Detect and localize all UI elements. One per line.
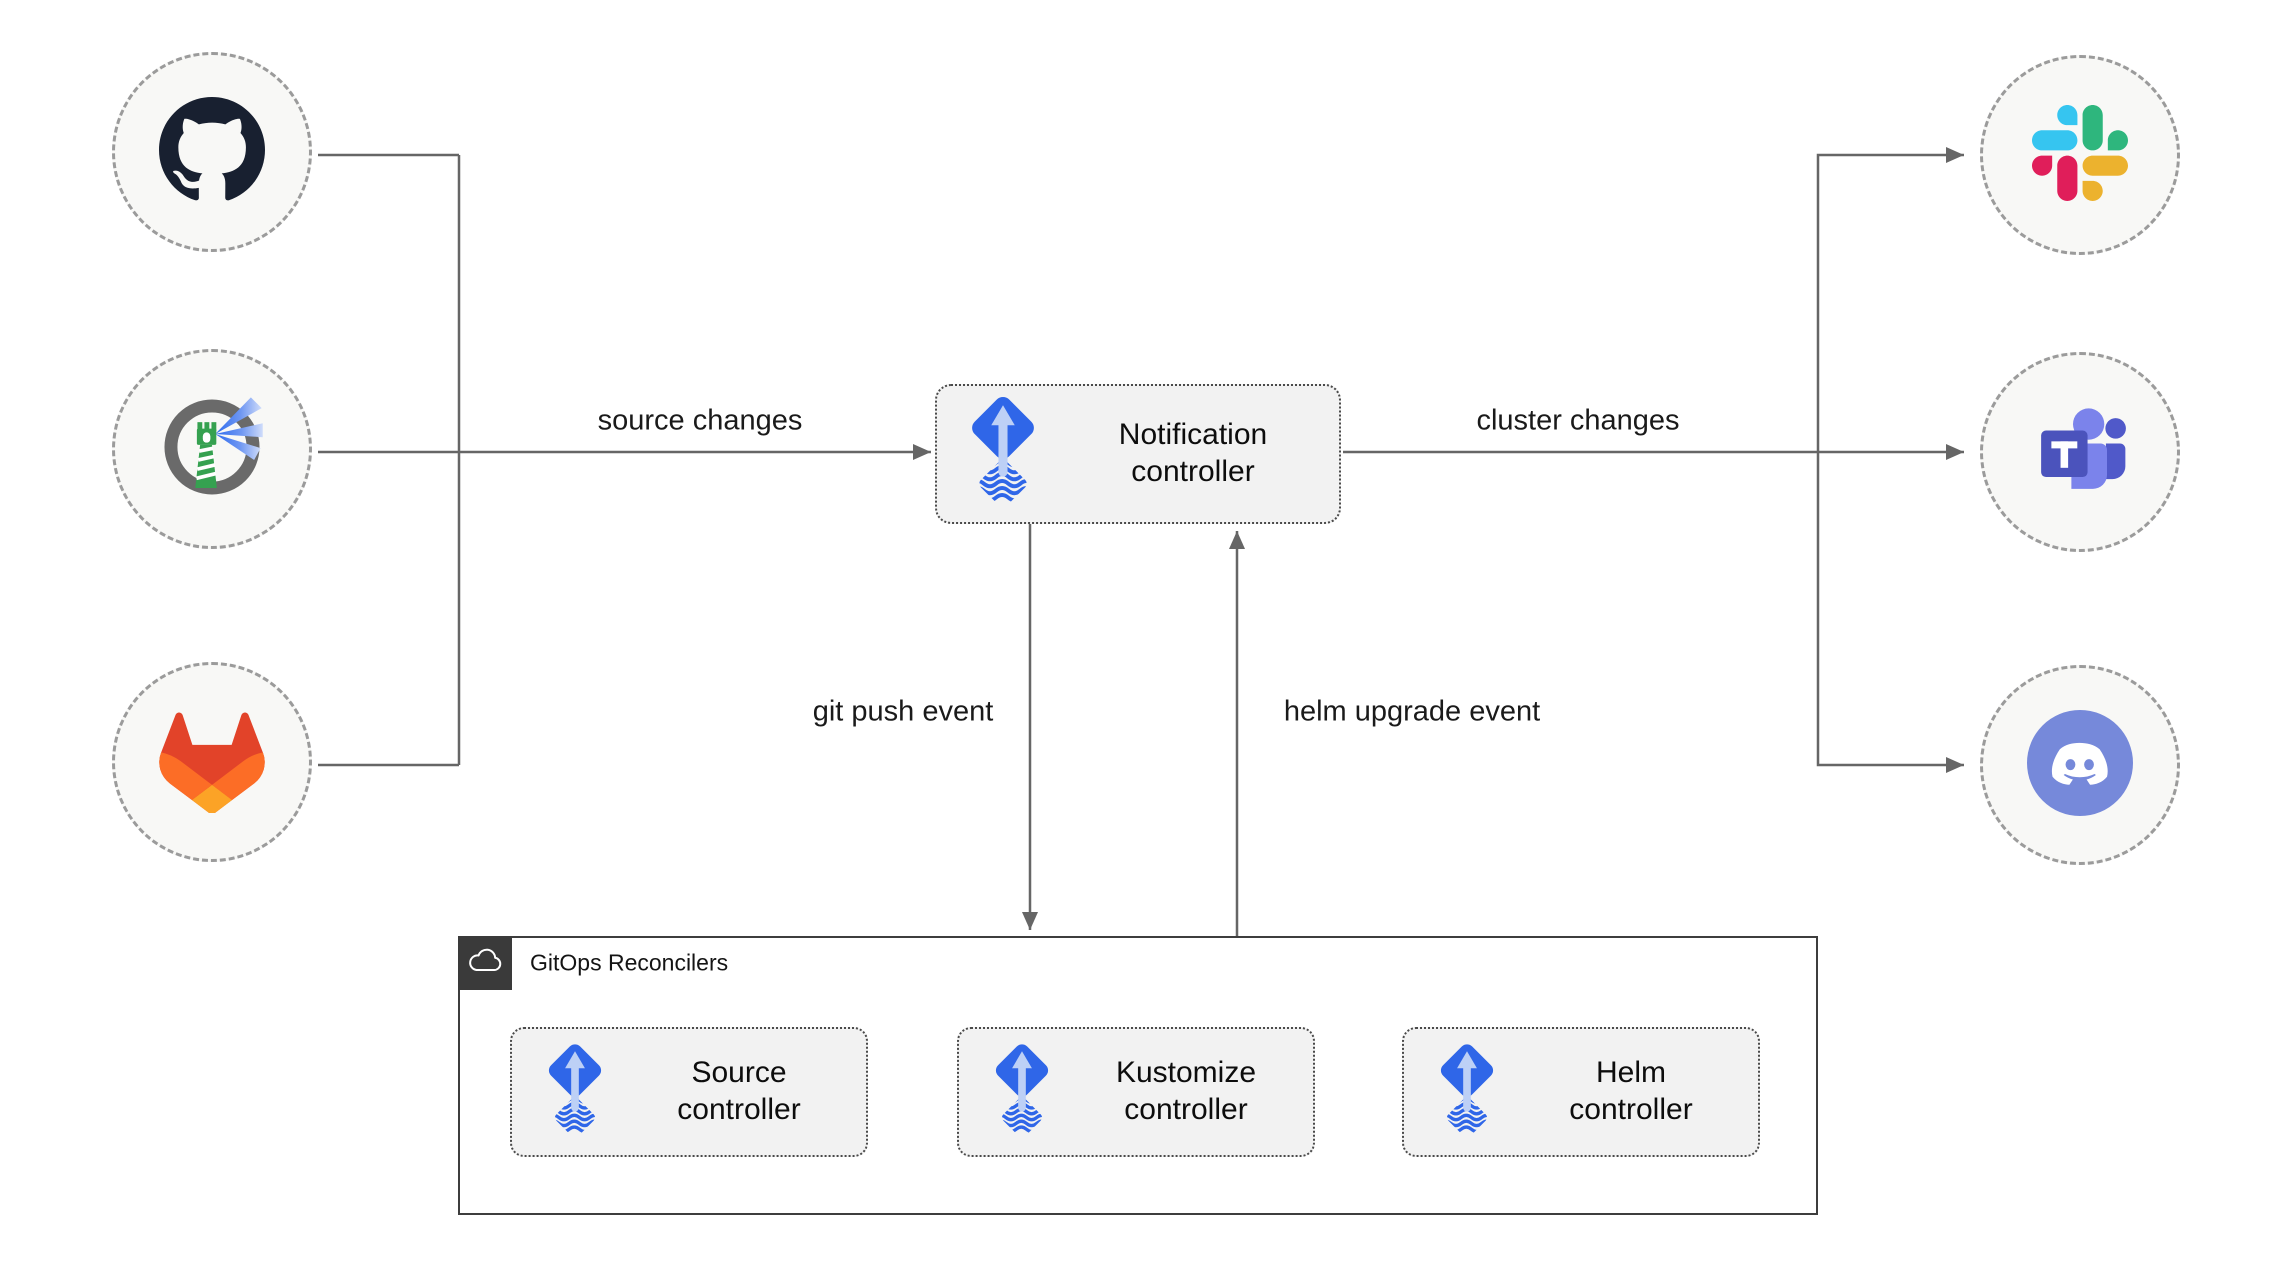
discord-icon bbox=[2027, 709, 2133, 821]
lighthouse-icon bbox=[158, 393, 266, 506]
node-label: Kustomize controller bbox=[1115, 1056, 1257, 1126]
edge-label-cluster-changes: cluster changes bbox=[1476, 404, 1680, 437]
node-notification-controller: Notification controller bbox=[935, 384, 1341, 524]
flux-icon bbox=[538, 1041, 612, 1144]
node-source-controller: Source controller bbox=[510, 1027, 868, 1157]
target-node-teams bbox=[1980, 352, 2180, 552]
github-icon bbox=[159, 96, 265, 208]
source-node-github bbox=[112, 52, 312, 252]
node-label: Notification controller bbox=[1118, 418, 1268, 488]
edge-label-git-push-event: git push event bbox=[812, 695, 994, 728]
edge-label-source-changes: source changes bbox=[597, 404, 803, 437]
edge-label-helm-upgrade-event: helm upgrade event bbox=[1283, 695, 1541, 728]
source-node-gitlab bbox=[112, 662, 312, 862]
flux-icon bbox=[985, 1041, 1059, 1144]
target-node-slack bbox=[1980, 55, 2180, 255]
edge-to-discord bbox=[1816, 452, 1964, 773]
node-kustomize-controller: Kustomize controller bbox=[957, 1027, 1315, 1157]
group-label: GitOps Reconcilers bbox=[530, 949, 729, 976]
source-node-lighthouse bbox=[112, 349, 312, 549]
cloud-icon bbox=[466, 946, 504, 981]
slack-icon bbox=[2032, 104, 2128, 206]
flux-icon bbox=[1430, 1041, 1504, 1144]
flux-icon bbox=[959, 393, 1047, 515]
teams-icon bbox=[2026, 396, 2134, 509]
gitlab-icon bbox=[156, 707, 268, 818]
node-label: Source controller bbox=[677, 1056, 801, 1126]
target-node-discord bbox=[1980, 665, 2180, 865]
node-label: Helm controller bbox=[1569, 1056, 1693, 1126]
node-helm-controller: Helm controller bbox=[1402, 1027, 1760, 1157]
group-header bbox=[458, 936, 512, 990]
edge-to-slack bbox=[1816, 147, 1964, 452]
